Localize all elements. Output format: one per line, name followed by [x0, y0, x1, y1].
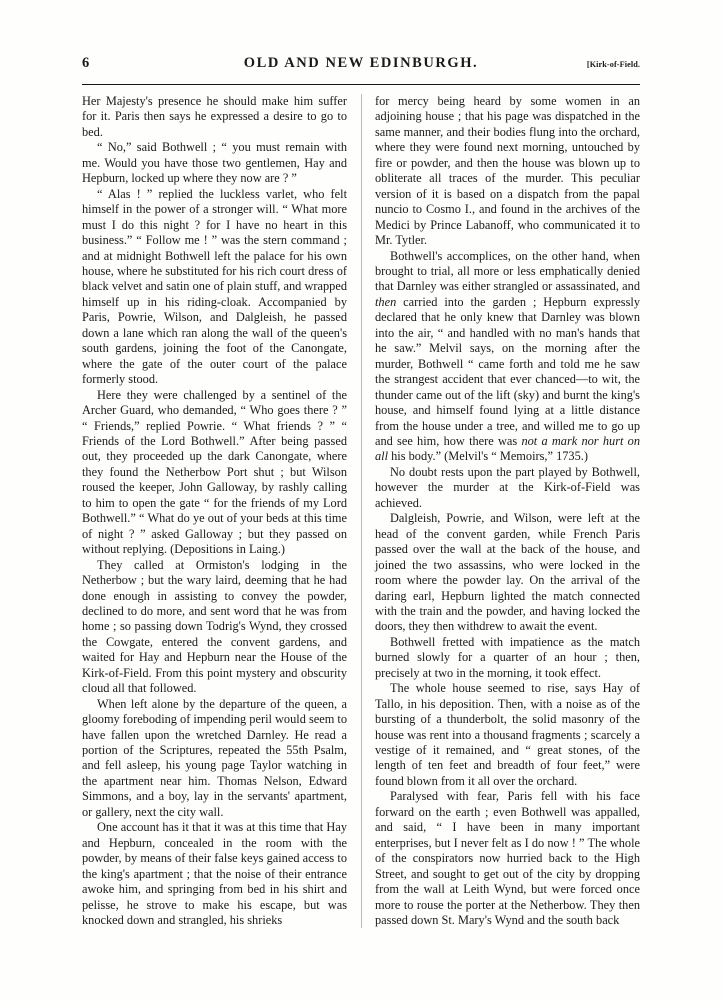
- column-divider: [347, 94, 375, 929]
- paragraph: Here they were challenged by a sentinel …: [82, 387, 347, 557]
- paragraph: Her Majesty's presence he should make hi…: [82, 94, 347, 139]
- italic-text: then: [375, 294, 397, 309]
- paragraph: Bothwell's accomplices, on the other han…: [375, 248, 641, 464]
- paragraph: Bothwell fretted with impatience as the …: [375, 634, 640, 680]
- running-header: 6 OLD AND NEW EDINBURGH. [Kirk-of-Field.: [82, 56, 640, 80]
- paragraph: No doubt rests upon the part played by B…: [375, 464, 640, 510]
- body-columns: Her Majesty's presence he should make hi…: [82, 94, 640, 929]
- chapter-marker: [Kirk-of-Field.: [586, 60, 640, 69]
- right-text-column: for mercy being heard by some women in a…: [375, 94, 640, 928]
- paragraph: The whole house seemed to rise, says Hay…: [375, 681, 640, 788]
- paragraph: “ Alas ! ” replied the luckless varlet, …: [82, 186, 347, 387]
- page-number: 6: [82, 55, 90, 71]
- paragraph: One account has it that it was at this t…: [82, 820, 347, 928]
- italic-text: not a mark nor hurt on all: [375, 433, 641, 464]
- page-content: 6 OLD AND NEW EDINBURGH. [Kirk-of-Field.…: [82, 56, 640, 929]
- paragraph: Paralysed with fear, Paris fell with his…: [375, 789, 640, 928]
- paragraph: for mercy being heard by some women in a…: [375, 94, 640, 248]
- paragraph: Dalgleish, Powrie, and Wilson, were left…: [375, 511, 640, 634]
- book-title: OLD AND NEW EDINBURGH.: [243, 55, 479, 71]
- paragraph: “ No,” said Bothwell ; “ you must remain…: [82, 140, 347, 186]
- left-text-column: Her Majesty's presence he should make hi…: [82, 94, 347, 928]
- paragraph: When left alone by the departure of the …: [82, 696, 348, 819]
- header-divider-rule: [82, 84, 640, 85]
- column-divider-rule: [360, 94, 362, 929]
- paragraph: They called at Ormiston's lodging in the…: [82, 557, 347, 696]
